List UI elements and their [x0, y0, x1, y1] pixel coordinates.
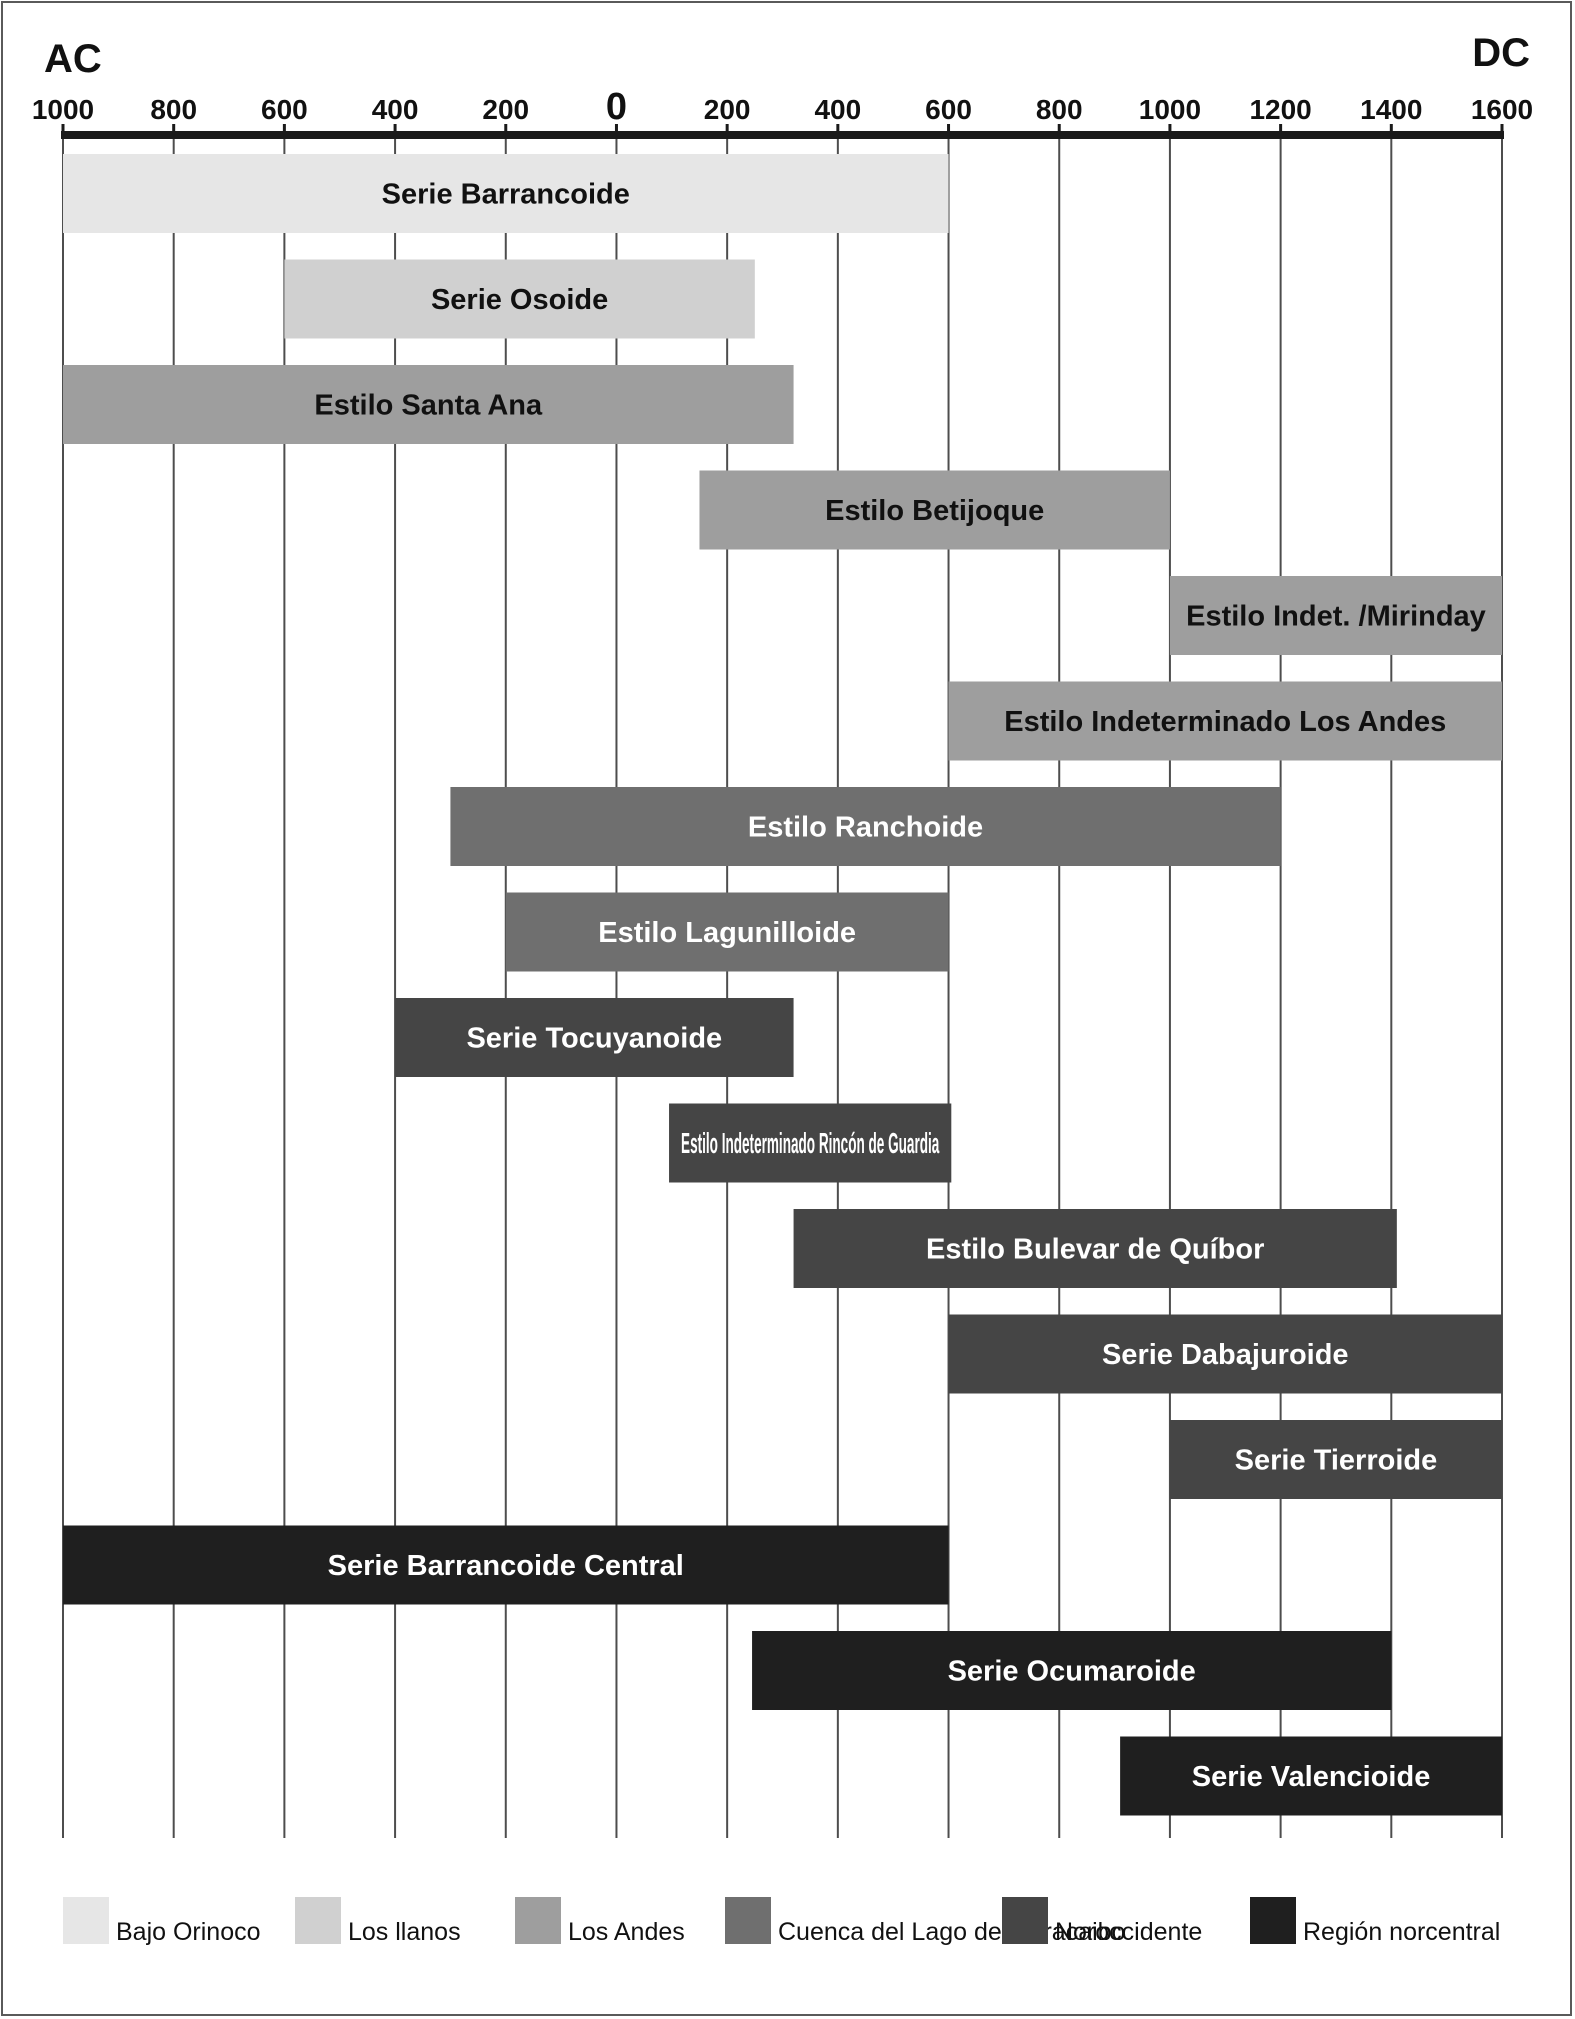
bar-label: Serie Ocumaroide [948, 1656, 1196, 1688]
x-tick-label: 400 [372, 94, 419, 125]
bar-label: Serie Valencioide [1192, 1761, 1431, 1793]
x-tick-label: 800 [1036, 94, 1083, 125]
bar [63, 365, 794, 444]
legend-swatch [63, 1897, 109, 1944]
bar [793, 1209, 1397, 1288]
bar [752, 1631, 1392, 1710]
x-tick-label: 0 [606, 86, 627, 128]
legend-swatch [1250, 1897, 1296, 1944]
bar [669, 1103, 952, 1183]
bar-label: Estilo Indet. /Mirinday [1186, 601, 1486, 633]
bar-label: Estilo Lagunilloide [598, 917, 856, 949]
bar-label: Estilo Ranchoide [748, 812, 983, 844]
bar [948, 681, 1502, 761]
x-tick-label: 400 [814, 94, 861, 125]
legend-swatch [725, 1897, 771, 1944]
x-tick-label: 1400 [1360, 94, 1422, 125]
legend-swatch [295, 1897, 341, 1944]
bar-label: Estilo Santa Ana [314, 390, 543, 422]
x-tick-label: 600 [925, 94, 972, 125]
x-tick-label: 1200 [1249, 94, 1311, 125]
legend-label: Cuenca del Lago de Maracaibo [778, 1918, 1125, 1946]
bar [284, 259, 755, 339]
legend-label: Los llanos [348, 1918, 461, 1946]
legend-swatch [515, 1897, 561, 1944]
x-tick-label: 200 [704, 94, 751, 125]
bar-label: Estilo Betijoque [825, 495, 1044, 527]
x-tick-label: 1600 [1471, 94, 1533, 125]
legend-label: Bajo Orinoco [116, 1918, 261, 1946]
legend-swatch [1002, 1897, 1048, 1944]
bar [1169, 1420, 1502, 1499]
bar [63, 154, 949, 233]
bar-label: Serie Barrancoide [382, 179, 630, 211]
bar-label: Estilo Indeterminado Los Andes [1004, 706, 1446, 738]
x-axis: 1000 800 600 400 200 0 200 400 600 800 1000 1200 140… [32, 86, 1533, 139]
bar-label: Estilo Bulevar de Quíbor [926, 1234, 1264, 1266]
bar [63, 1525, 949, 1605]
bar-label: Serie Dabajuroide [1102, 1339, 1349, 1371]
axis-line [61, 131, 1504, 139]
bar [450, 787, 1281, 866]
era-label-dc: DC [1472, 31, 1530, 75]
legend-label: Noroccidente [1055, 1918, 1202, 1946]
bar-label: Serie Osoide [431, 284, 608, 316]
bar [1169, 576, 1502, 655]
era-label-ac: AC [44, 37, 102, 81]
bar [505, 892, 949, 972]
legend-label: Región norcentral [1303, 1918, 1500, 1946]
legend: Bajo Orinoco Los llanos Los Andes Cuenca de… [63, 1897, 1500, 1946]
bar [699, 470, 1170, 550]
bar [1120, 1736, 1502, 1816]
x-tick-label: 1000 [32, 94, 94, 125]
bar [395, 998, 794, 1077]
bar-label: Serie Tocuyanoide [466, 1023, 722, 1055]
bar [948, 1314, 1502, 1394]
x-tick-label: 1000 [1139, 94, 1201, 125]
bar-label: Serie Tierroide [1235, 1445, 1438, 1477]
x-tick-label: 200 [482, 94, 529, 125]
x-tick-label: 600 [261, 94, 308, 125]
bar-label: Estilo Indeterminado Rincón de Guardia [681, 1128, 940, 1160]
bar-label: Serie Barrancoide Central [328, 1550, 684, 1582]
legend-label: Los Andes [568, 1918, 685, 1946]
x-tick-label: 800 [150, 94, 197, 125]
